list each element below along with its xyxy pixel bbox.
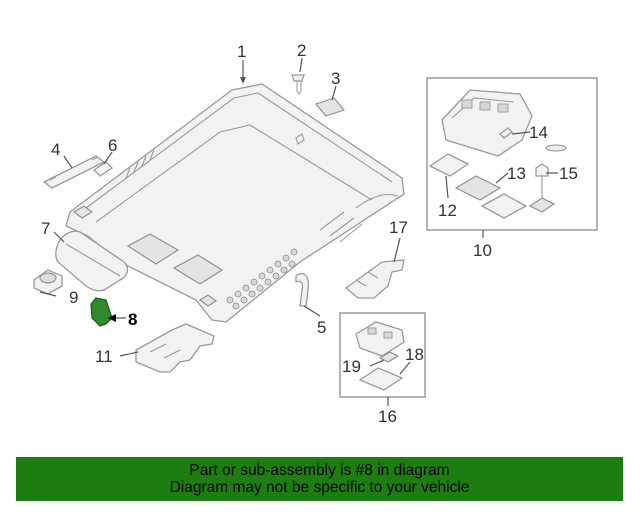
callout-17: 17 [389, 218, 408, 237]
callout-19: 19 [342, 357, 361, 376]
highlighted-part-8[interactable] [90, 297, 113, 327]
callout-5: 5 [317, 318, 326, 337]
callout-18: 18 [405, 345, 424, 364]
callout-12: 12 [438, 201, 457, 220]
headliner-part [65, 83, 405, 323]
rail-part [295, 273, 310, 307]
mount-bracket-part [344, 259, 405, 299]
banner-line-1: Part or sub-assembly is #8 in diagram [189, 462, 450, 479]
callout-9: 9 [69, 288, 78, 307]
callout-3: 3 [331, 69, 340, 88]
clip-part [92, 161, 114, 177]
callout-16: 16 [378, 407, 397, 426]
callout-8: 8 [128, 310, 137, 329]
screw-part [291, 74, 305, 95]
callout-11: 11 [95, 347, 113, 366]
callout-7: 7 [41, 219, 50, 238]
console-assembly-box [426, 77, 598, 231]
callout-4: 4 [51, 140, 60, 159]
banner-line-2: Diagram may not be specific to your vehi… [169, 479, 470, 496]
bracket-part [135, 323, 215, 373]
sun-visor-part [55, 230, 129, 292]
callout-2: 2 [297, 41, 306, 60]
map-lamp-box [339, 312, 426, 398]
leader-lines [39, 57, 558, 406]
callout-13: 13 [507, 164, 526, 183]
info-banner: Part or sub-assembly is #8 in diagram Di… [16, 457, 623, 501]
callout-labels: 1 2 3 4 6 7 9 8 11 5 17 14 13 15 12 10 1… [41, 41, 578, 426]
grab-handle-part [42, 155, 106, 189]
callout-6: 6 [108, 136, 117, 155]
pad-part [315, 97, 345, 117]
callout-1: 1 [237, 42, 246, 61]
callout-15: 15 [559, 164, 578, 183]
callout-14: 14 [529, 123, 548, 142]
visor-holder-part [33, 269, 63, 295]
callout-10: 10 [473, 241, 492, 260]
